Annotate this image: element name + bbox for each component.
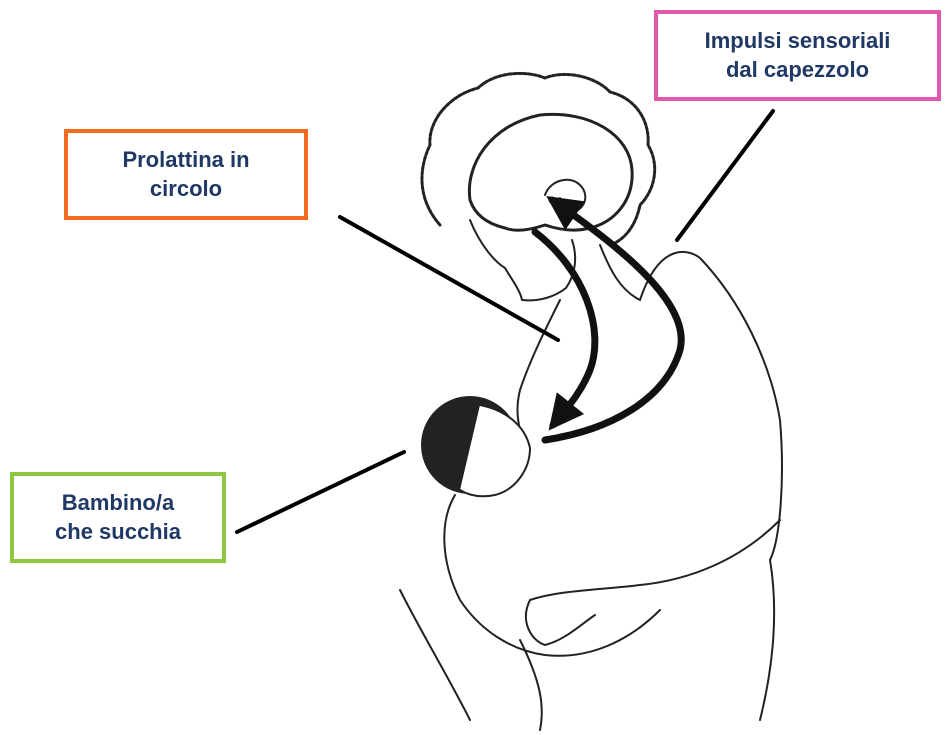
label-prolattina: Prolattina in circolo xyxy=(64,129,308,220)
mother-hair xyxy=(422,73,655,245)
label-bambino-line1: Bambino/a xyxy=(55,489,181,518)
mother-illustration xyxy=(400,73,782,730)
label-prolattina-line2: circolo xyxy=(122,175,249,204)
mother-face xyxy=(470,220,575,300)
mother-body xyxy=(600,245,782,560)
impulsi-connector xyxy=(677,111,773,240)
prolattina-connector xyxy=(340,217,558,340)
mother-lap xyxy=(400,560,774,730)
signal-arrows xyxy=(535,200,681,440)
label-impulsi-line1: Impulsi sensoriali xyxy=(705,27,891,56)
baby-blanket xyxy=(444,495,660,656)
brain-outline xyxy=(469,114,632,230)
sensory-impulse-arrow xyxy=(545,200,681,440)
label-impulsi-line2: dal capezzolo xyxy=(705,56,891,85)
label-prolattina-line1: Prolattina in xyxy=(122,146,249,175)
bambino-connector xyxy=(237,452,404,532)
prolactin-arrow xyxy=(535,232,595,425)
label-impulsi-sensoriali: Impulsi sensoriali dal capezzolo xyxy=(654,10,941,101)
label-bambino: Bambino/a che succhia xyxy=(10,472,226,563)
label-bambino-line2: che succhia xyxy=(55,518,181,547)
mother-arm xyxy=(526,520,780,645)
